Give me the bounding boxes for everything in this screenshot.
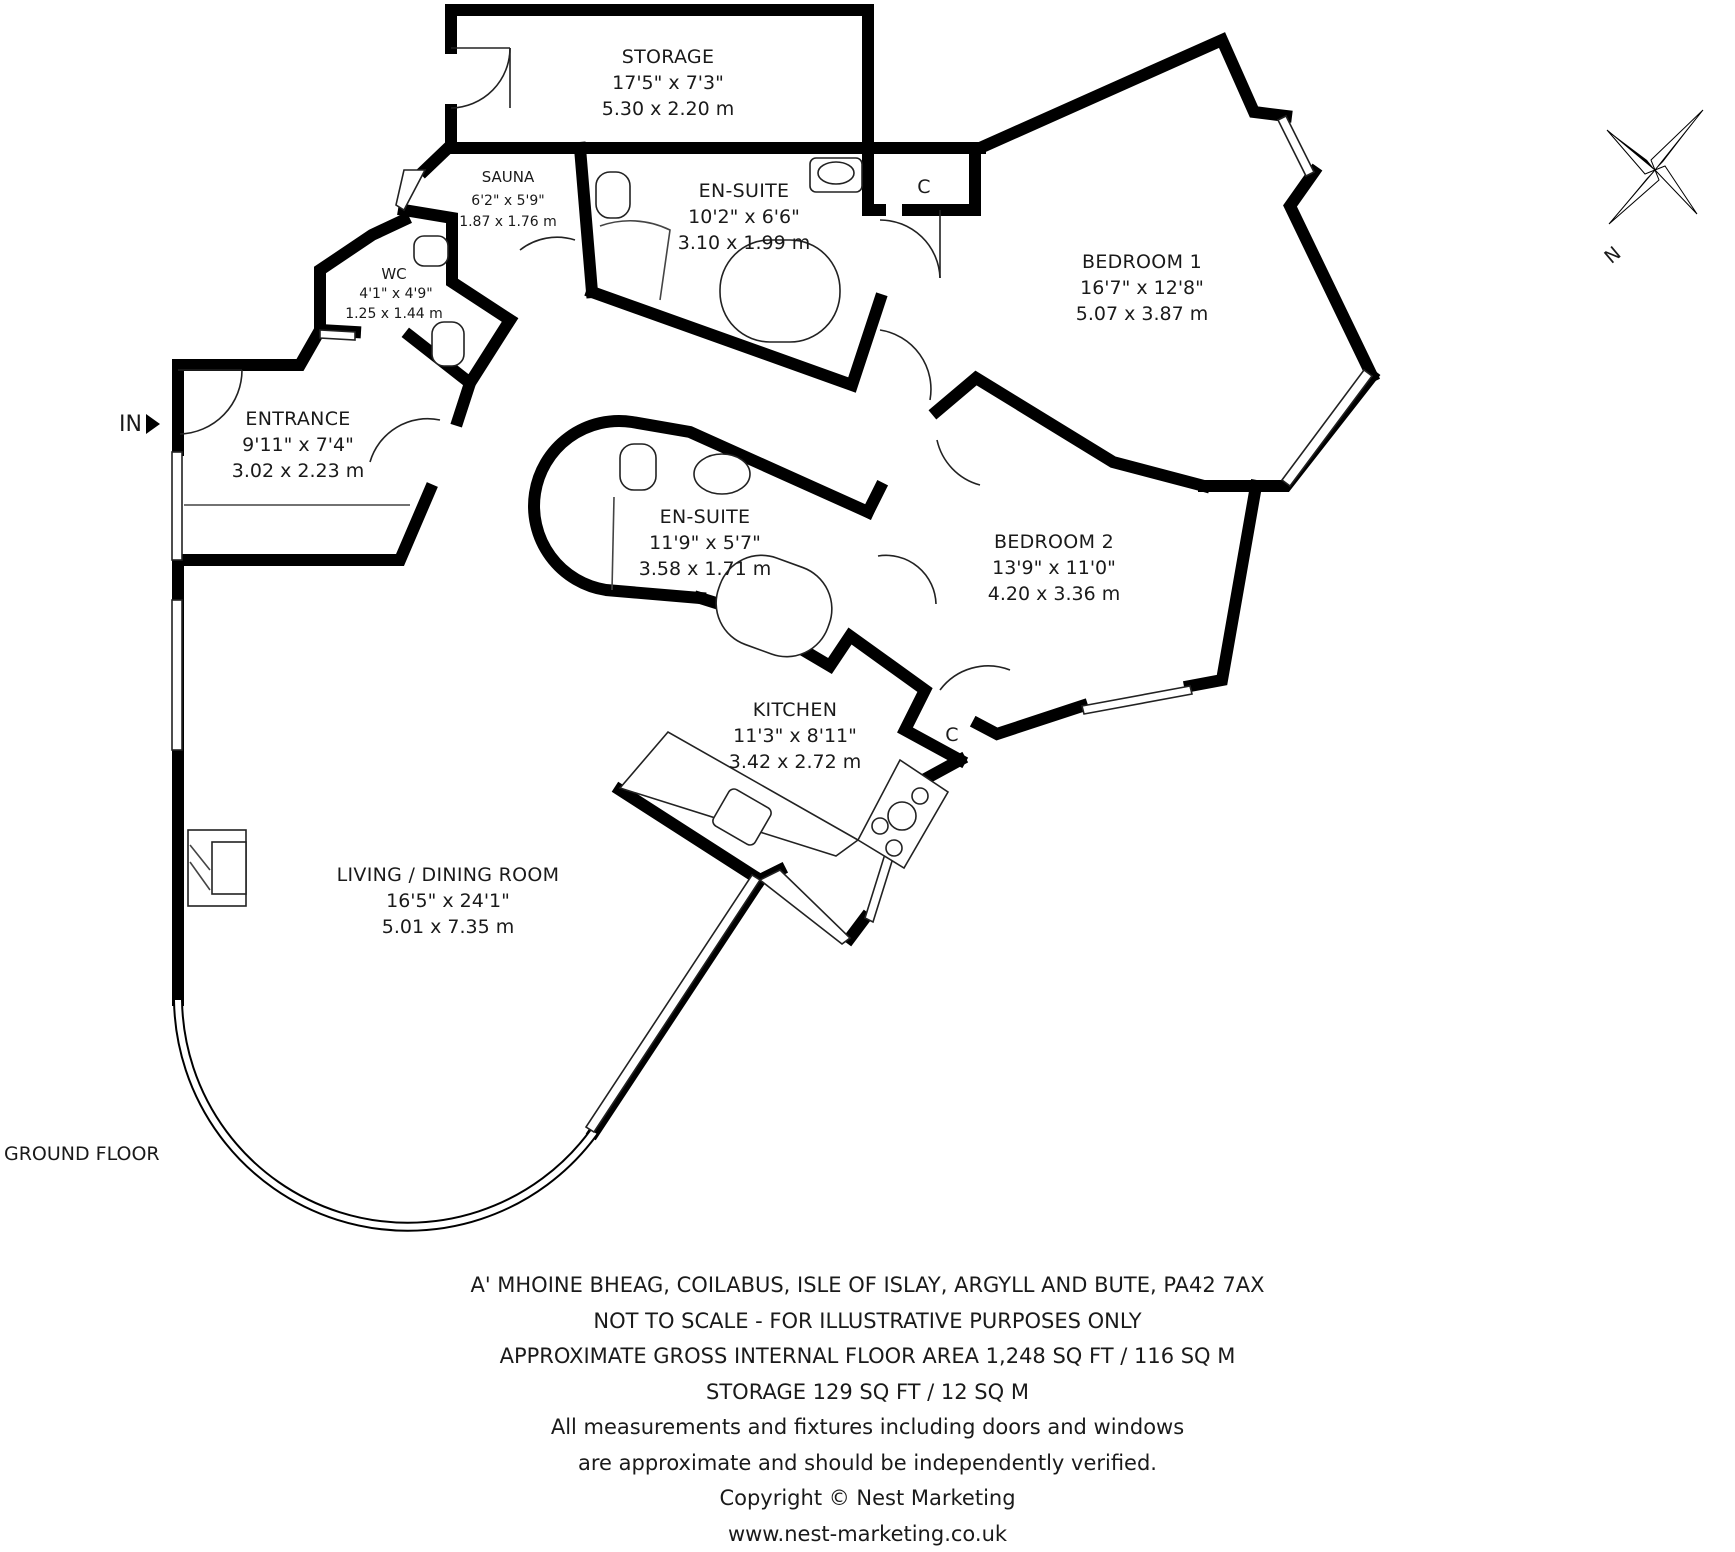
room-living-label: LIVING / DINING ROOM 16'5" x 24'1" 5.01 … [337, 864, 560, 938]
room-name: SAUNA [482, 168, 535, 186]
address: A' MHOINE BHEAG, COILABUS, ISLE OF ISLAY… [470, 1273, 1265, 1297]
room-name: EN-SUITE [660, 506, 751, 528]
disclaimer-line-1: All measurements and fixtures including … [550, 1415, 1185, 1439]
room-metric: 3.10 x 1.99 m [678, 232, 810, 254]
room-cupboard1-label: C [917, 176, 931, 198]
room-ensuite2-label: EN-SUITE 11'9" x 5'7" 3.58 x 1.71 m [639, 506, 771, 580]
room-name: BEDROOM 1 [1082, 251, 1202, 273]
room-imperial: 13'9" x 11'0" [992, 557, 1116, 579]
room-name: ENTRANCE [245, 408, 350, 430]
fixtures [184, 157, 950, 907]
floor-label: GROUND FLOOR [4, 1143, 160, 1165]
website-link[interactable]: www.nest-marketing.co.uk [727, 1521, 1008, 1546]
bedroom2-window [1081, 685, 1193, 715]
entrance-window [171, 451, 183, 561]
room-kitchen-label: KITCHEN 11'3" x 8'11" 3.42 x 2.72 m [729, 699, 861, 773]
bedroom1-window-1 [1276, 114, 1316, 178]
room-metric: 1.25 x 1.44 m [345, 306, 443, 322]
room-name: C [945, 724, 959, 746]
living-window-west [171, 599, 183, 751]
compass-rose-icon [1606, 109, 1704, 225]
room-metric: 5.30 x 2.20 m [602, 98, 734, 120]
room-metric: 3.58 x 1.71 m [639, 558, 771, 580]
room-sauna-label: SAUNA 6'2" x 5'9" 1.87 x 1.76 m [459, 168, 557, 230]
room-metric: 3.02 x 2.23 m [232, 460, 364, 482]
room-name: LIVING / DINING ROOM [337, 864, 560, 886]
room-cupboard2-label: C [945, 724, 959, 746]
kitchen-window-1 [758, 869, 852, 946]
room-metric: 5.07 x 3.87 m [1076, 303, 1208, 325]
exterior-walls [172, 32, 1381, 1006]
room-imperial: 6'2" x 5'9" [471, 193, 544, 209]
disclaimer-line-2: are approximate and should be independen… [578, 1450, 1157, 1475]
sauna-wc-walls [313, 139, 888, 428]
room-storage-label: STORAGE 17'5" x 7'3" 5.30 x 2.20 m [602, 46, 734, 120]
room-imperial: 9'11" x 7'4" [242, 434, 354, 456]
room-name: STORAGE [622, 46, 715, 68]
gross-area: APPROXIMATE GROSS INTERNAL FLOOR AREA 1,… [499, 1344, 1236, 1368]
room-name: C [917, 176, 931, 198]
room-ensuite1-label: EN-SUITE 10'2" x 6'6" 3.10 x 1.99 m [678, 180, 810, 254]
room-bedroom2-label: BEDROOM 2 13'9" x 11'0" 4.20 x 3.36 m [988, 531, 1120, 605]
room-imperial: 16'7" x 12'8" [1080, 277, 1204, 299]
entry-arrow-icon [146, 414, 160, 434]
living-sliding-door [584, 873, 762, 1134]
sauna-window [395, 169, 427, 212]
room-imperial: 17'5" x 7'3" [612, 72, 724, 94]
entry-label: IN [119, 412, 142, 437]
storage-walls [445, 4, 986, 154]
compass-north-label: N [1600, 242, 1625, 268]
room-imperial: 4'1" x 4'9" [359, 286, 432, 302]
room-imperial: 11'9" x 5'7" [649, 532, 761, 554]
room-metric: 3.42 x 2.72 m [729, 751, 861, 773]
room-bedroom1-label: BEDROOM 1 16'7" x 12'8" 5.07 x 3.87 m [1076, 251, 1208, 325]
interior-doors [178, 210, 1011, 691]
room-metric: 1.87 x 1.76 m [459, 214, 557, 230]
wc-window [319, 329, 356, 341]
storage-door [450, 47, 511, 109]
storage-area: STORAGE 129 SQ FT / 12 SQ M [706, 1379, 1029, 1404]
room-name: WC [381, 265, 406, 283]
room-metric: 5.01 x 7.35 m [382, 916, 514, 938]
room-imperial: 11'3" x 8'11" [733, 725, 857, 747]
room-metric: 4.20 x 3.36 m [988, 583, 1120, 605]
room-imperial: 10'2" x 6'6" [688, 206, 800, 228]
copyright: Copyright © Nest Marketing [719, 1486, 1016, 1510]
room-wc-label: WC 4'1" x 4'9" 1.25 x 1.44 m [345, 265, 443, 322]
room-name: BEDROOM 2 [994, 531, 1114, 553]
bedroom1-window-2 [1280, 368, 1374, 488]
room-imperial: 16'5" x 24'1" [386, 890, 510, 912]
room-entrance-label: ENTRANCE 9'11" x 7'4" 3.02 x 2.23 m [232, 408, 364, 482]
scale-note: NOT TO SCALE - FOR ILLUSTRATIVE PURPOSES… [593, 1308, 1142, 1333]
room-name: KITCHEN [753, 699, 837, 721]
footer-notes: A' MHOINE BHEAG, COILABUS, ISLE OF ISLAY… [0, 1268, 1735, 1552]
room-name: EN-SUITE [699, 180, 790, 202]
